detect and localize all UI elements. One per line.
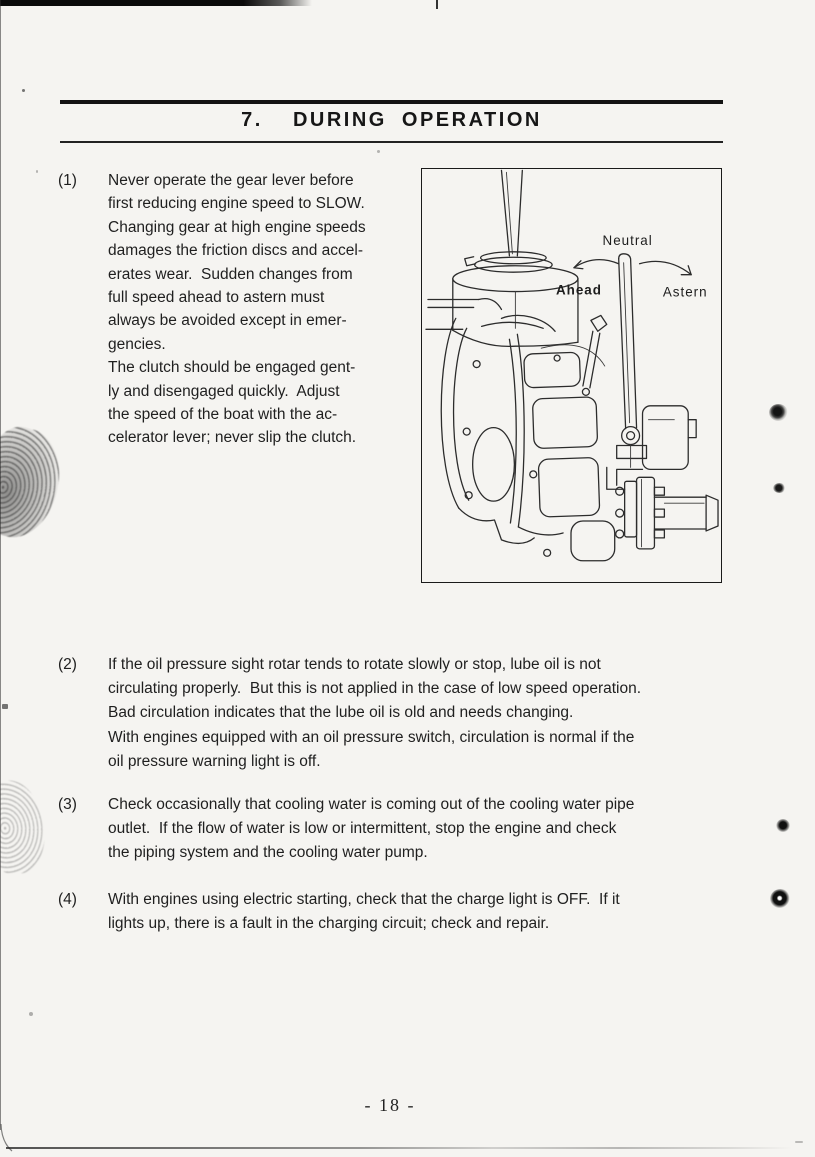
scan-speck [2, 704, 8, 709]
figure-box: Neutral Ahead Astern [421, 168, 722, 583]
item-number: (3) [58, 796, 77, 813]
scan-edge-line-bottom [6, 1147, 792, 1149]
ink-dot [769, 404, 788, 421]
muffler-canister [452, 265, 579, 348]
exhaust-pipe [500, 169, 523, 257]
scan-corner-mark [0, 1124, 13, 1152]
scan-speck [377, 150, 380, 153]
scan-speck [29, 1012, 33, 1016]
scan-speck [795, 1141, 803, 1143]
neutral-label: Neutral [603, 233, 653, 248]
page-number: - 18 - [364, 1095, 416, 1115]
gear-lever [616, 253, 648, 468]
fingerprint-smudge [0, 776, 51, 878]
header-rule-top [60, 100, 723, 104]
item-number: (1) [58, 172, 77, 189]
item-text: With engines using electric starting, ch… [108, 891, 620, 933]
accelerator-lever [581, 314, 608, 397]
gearbox-housing [616, 405, 697, 486]
astern-label: Astern [663, 285, 708, 300]
item-text: Never operate the gear lever before firs… [108, 172, 366, 447]
item-number: (2) [58, 656, 77, 673]
ahead-label: Ahead [556, 283, 602, 298]
pipe-clamp [464, 251, 553, 273]
ink-smudge [0, 419, 72, 547]
engine-block [425, 297, 606, 557]
scan-edge-bar [0, 0, 312, 6]
scan-speck [36, 170, 38, 173]
header-rule-bottom [60, 141, 723, 143]
item-number: (4) [58, 891, 77, 908]
ink-dot [776, 819, 790, 833]
astern-arrow [638, 260, 692, 276]
scan-artifact [436, 0, 438, 9]
oil-pan [570, 520, 616, 562]
item-text: Check occasionally that cooling water is… [108, 796, 635, 862]
scan-edge-line [0, 0, 1, 1130]
scan-speck [22, 89, 25, 92]
page-title: 7. DURING OPERATION [241, 109, 542, 131]
ink-dot [770, 889, 791, 909]
ink-dot [773, 483, 786, 493]
ahead-arrow [573, 259, 620, 270]
item-text: If the oil pressure sight rotar tends to… [108, 656, 642, 770]
engine-illustration: Neutral Ahead Astern [425, 169, 719, 562]
output-shaft [606, 466, 719, 550]
